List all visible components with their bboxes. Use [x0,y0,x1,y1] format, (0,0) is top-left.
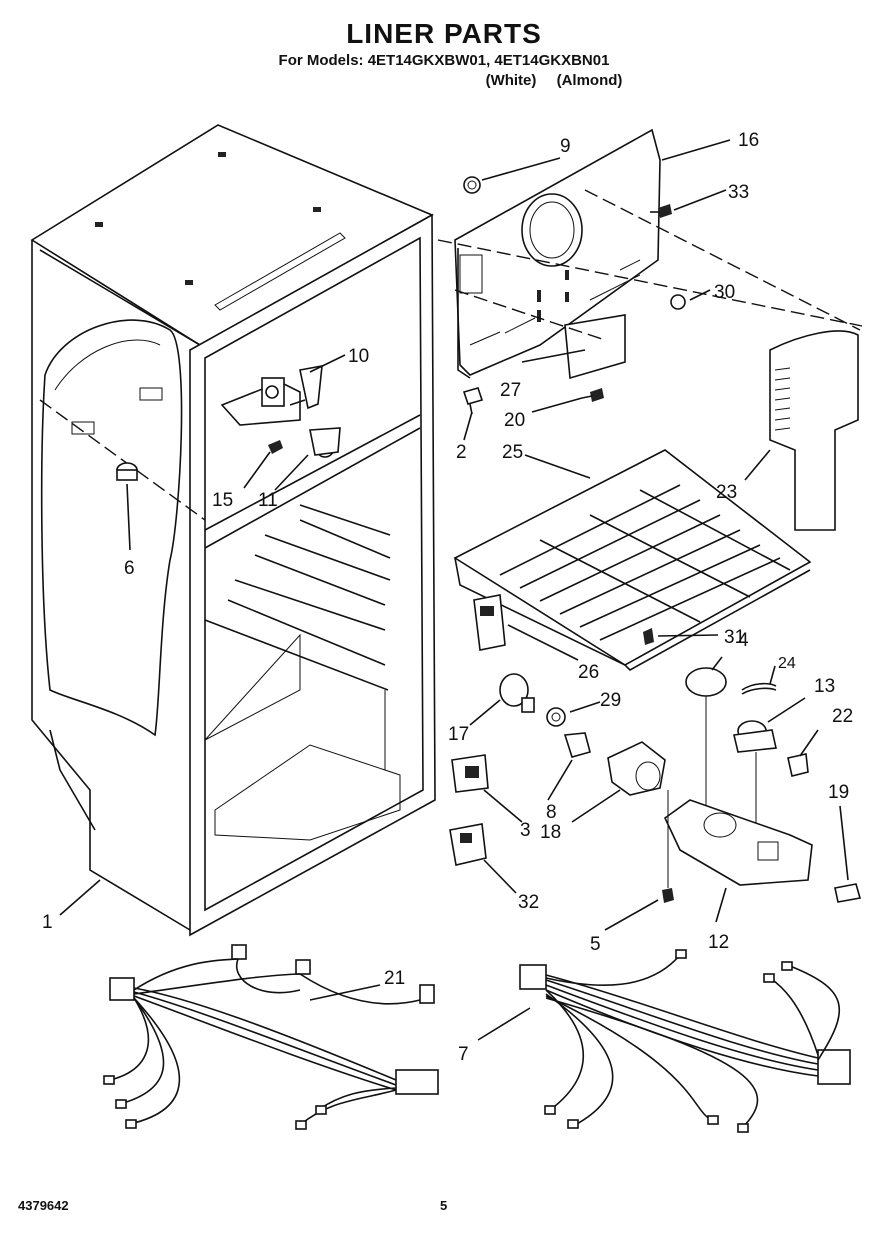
page-number: 5 [440,1198,448,1213]
part-3-switch [451,754,489,793]
part-5-screw [662,790,674,903]
callout-numbers: 1 2 3 4 5 6 7 8 9 10 11 12 13 15 16 17 1… [42,130,853,1065]
variant-almond: (Almond) [556,72,623,89]
thermostat-assembly [220,365,341,458]
part-24-gasket [741,682,777,695]
rack-part-25 [453,449,812,671]
document-number: 4379642 [18,1198,69,1213]
callout-33: 33 [728,182,749,203]
callout-1: 1 [42,912,53,933]
part-12-housing [663,799,813,886]
diagram-title: LINER PARTS [346,18,542,49]
callout-8: 8 [546,802,557,823]
wire-harness-part-21 [103,944,439,1130]
part-26-switch [473,594,506,651]
callout-19: 19 [828,782,849,803]
part-8-knob [563,732,591,758]
callout-30: 30 [714,282,735,303]
part-19-connector [834,883,862,903]
callout-24: 24 [778,655,796,672]
variant-white: (White) [485,72,537,89]
part-6-plug [116,462,138,481]
wire-harness-part-7 [519,949,851,1133]
callout-21: 21 [384,968,405,989]
models-line: For Models: 4ET14GKXBW01, 4ET14GKXBN01 [278,52,610,69]
callout-9: 9 [560,136,571,157]
part-4-damper [685,667,727,850]
callout-29: 29 [600,690,621,711]
callout-4: 4 [738,630,749,651]
screws [462,204,686,415]
callout-16: 16 [738,130,759,151]
callout-25: 25 [502,442,523,463]
callout-12: 12 [708,932,729,953]
callout-5: 5 [590,934,601,955]
callout-6: 6 [124,558,135,579]
callout-22: 22 [832,706,853,727]
callout-3: 3 [520,820,531,841]
leader-lines [59,139,849,1041]
callout-13: 13 [814,676,835,697]
callout-26: 26 [578,662,599,683]
part-9-grommet [463,176,481,194]
part-22-clip [787,753,809,777]
callout-20: 20 [504,410,525,431]
callout-17: 17 [448,724,469,745]
part-17-bulb [499,673,535,713]
callout-10: 10 [348,346,369,367]
callout-31: 31 [724,627,745,648]
callout-15: 15 [212,490,233,511]
part-18-light-shield [607,741,666,796]
air-duct-part-23 [769,330,859,531]
liner-cabinet [30,124,436,937]
color-variants: (White) (Almond) [0,72,888,89]
callout-23: 23 [716,482,737,503]
callout-18: 18 [540,822,561,843]
part-29-socket [546,707,566,727]
panel-part-16 [437,128,863,380]
callout-27: 27 [500,380,521,401]
callout-2: 2 [456,442,467,463]
callout-11: 11 [258,490,278,511]
callout-32: 32 [518,892,539,913]
part-32-switch [449,823,487,866]
callout-7: 7 [458,1044,469,1065]
